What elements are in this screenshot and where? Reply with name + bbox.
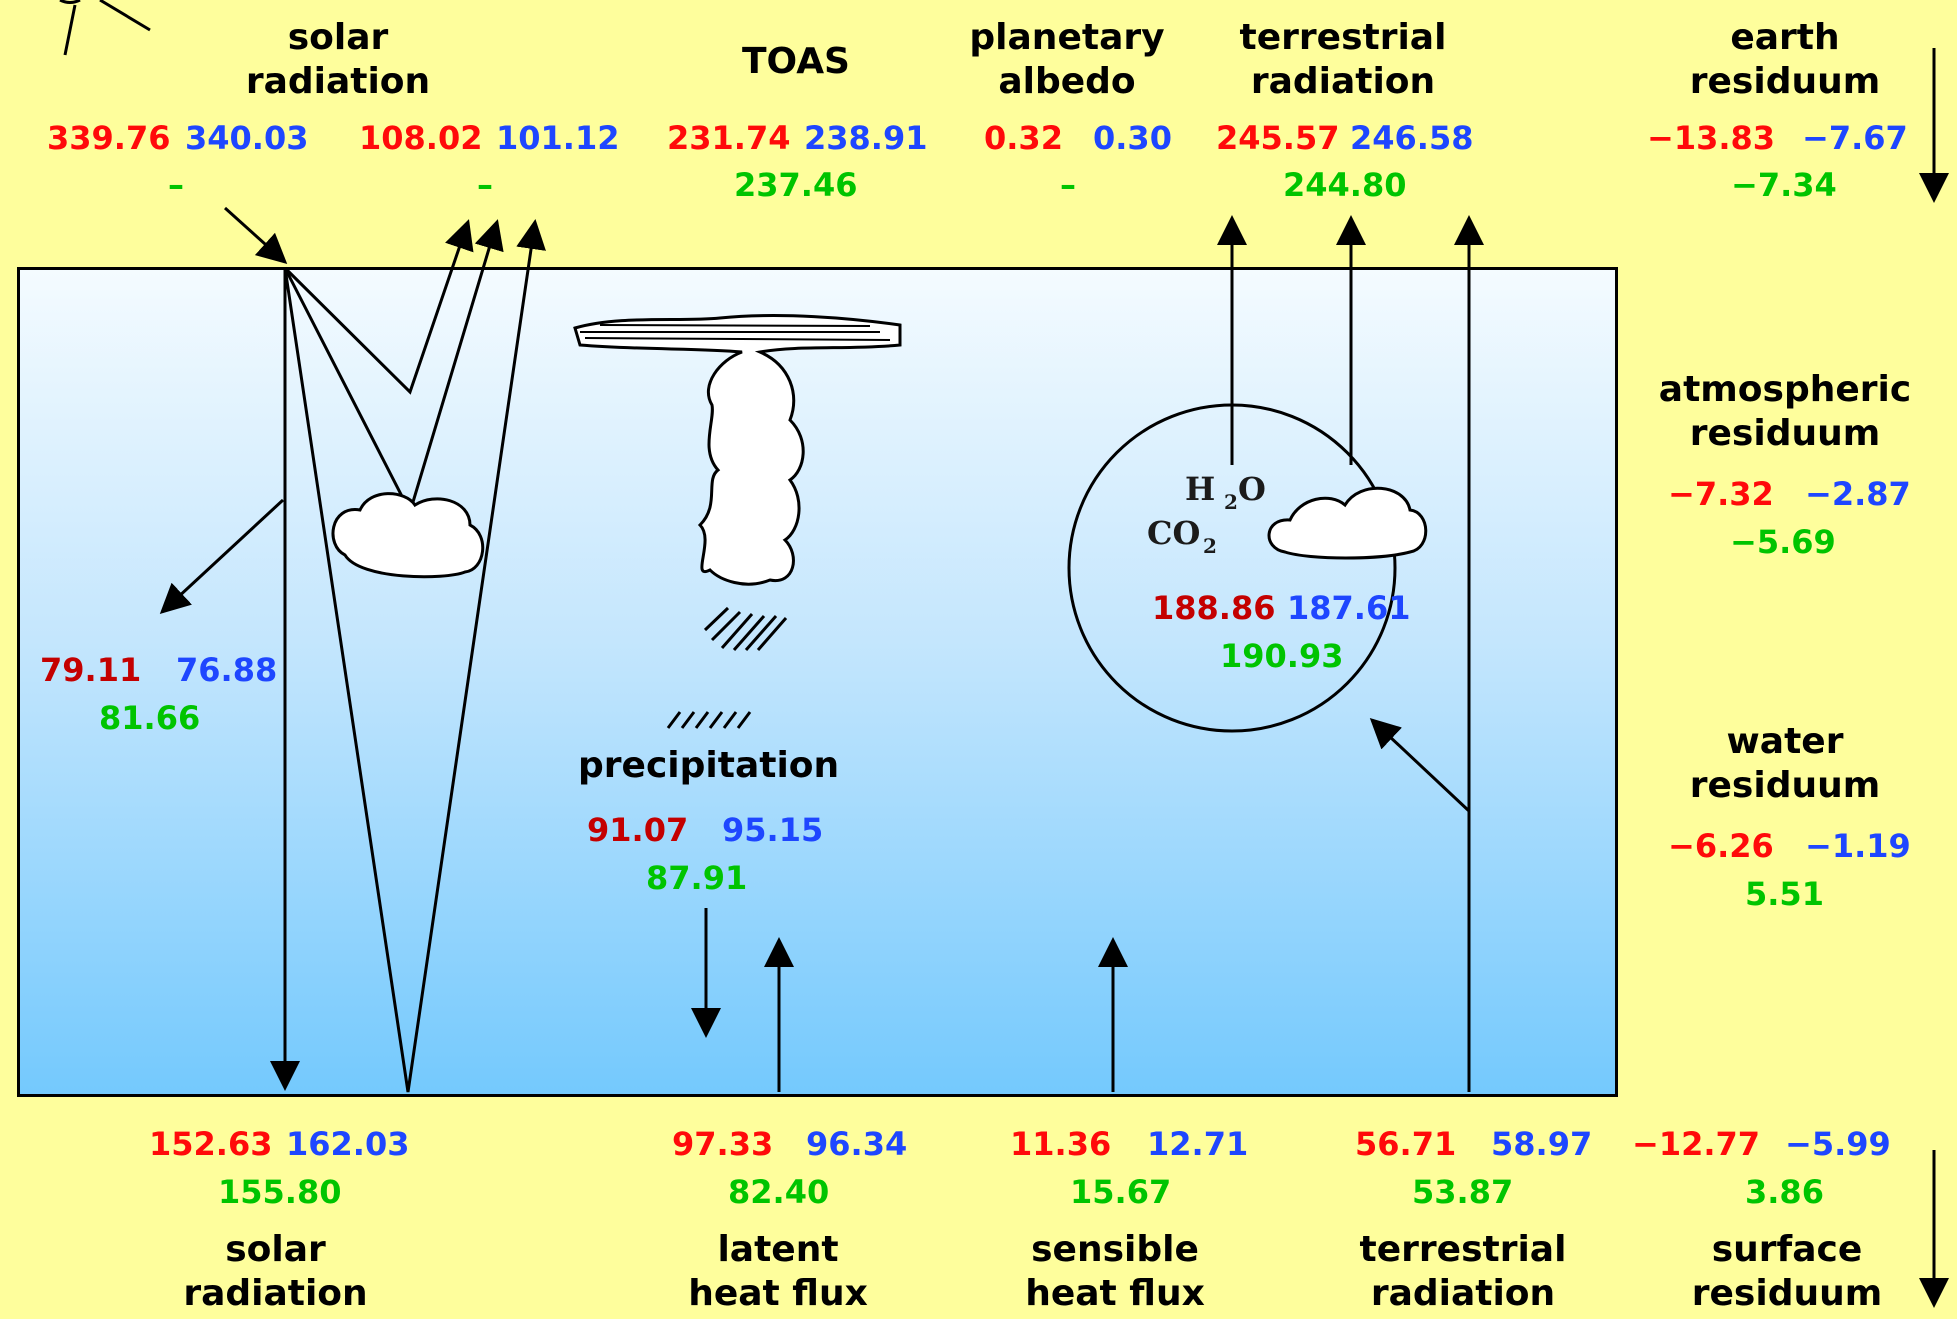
earth-residuum-green: −7.34 [1731,166,1837,204]
latent-red: 97.33 [672,1125,774,1163]
greenhouse-cloud-icon [1267,486,1428,560]
albedo-red: 0.32 [984,119,1063,157]
solar-incoming-blue: 340.03 [185,119,309,157]
sun-icon [59,0,151,56]
sensible-green: 15.67 [1070,1173,1172,1211]
solar-incoming-red: 339.76 [47,119,171,157]
bottom-terrestrial-radiation-label: terrestrial radiation [1359,1229,1567,1314]
earth-residuum-blue: −7.67 [1802,119,1908,157]
greenhouse-blue: 187.61 [1287,589,1411,627]
h2o-h: H [1185,470,1216,508]
planetary-albedo-label: planetary albedo [969,17,1165,102]
sensible-heat-flux-label: sensible heat flux [1025,1229,1205,1314]
solar-reflected-green: – [477,166,493,204]
terrestrial-top-red: 245.57 [1216,119,1340,157]
bottom-solar-green: 155.80 [218,1173,342,1211]
surface-residuum-red: −12.77 [1632,1125,1761,1163]
top-terrestrial-radiation-label: terrestrial radiation [1239,17,1447,102]
latent-green: 82.40 [728,1173,830,1211]
incoming-solar-arrow [223,206,288,265]
sensible-blue: 12.71 [1147,1125,1249,1163]
albedo-blue: 0.30 [1093,119,1172,157]
latent-heat-flux-label: latent heat flux [688,1229,868,1314]
toas-label: TOAS [742,41,850,82]
albedo-green: – [1060,166,1076,204]
terrestrial-bottom-blue: 58.97 [1491,1125,1593,1163]
earth-residuum-label: earth residuum [1689,17,1881,102]
water-residuum-blue: −1.19 [1805,827,1911,865]
reflected-path-1 [283,219,474,395]
bottom-solar-blue: 162.03 [286,1125,410,1163]
thundercloud-icon [573,314,902,586]
top-solar-radiation-label: solar radiation [245,17,431,102]
earth-residuum-red: −13.83 [1647,119,1776,157]
water-residuum-green: 5.51 [1745,875,1824,913]
co2-co: CO [1147,514,1201,552]
h2o-o: O [1238,470,1266,508]
precipitation-blue: 95.15 [722,811,824,849]
greenhouse-green: 190.93 [1220,637,1344,675]
reflected-path-2 [283,219,504,517]
atmospheric-residuum-red: −7.32 [1668,475,1774,513]
reflected-path-3 [283,219,546,1093]
absorbed-solar-green: 81.66 [99,699,201,737]
surface-residuum-green: 3.86 [1745,1173,1824,1211]
water-residuum-red: −6.26 [1668,827,1774,865]
greenhouse-red: 188.86 [1152,589,1276,627]
atmospheric-residuum-green: −5.69 [1730,523,1836,561]
precipitation-green: 87.91 [646,859,748,897]
surface-residuum-blue: −5.99 [1785,1125,1891,1163]
atmospheric-residuum-blue: −2.87 [1805,475,1911,513]
precipitation-red: 91.07 [587,811,689,849]
bottom-solar-radiation-label: solar radiation [183,1229,368,1314]
terrestrial-bottom-red: 56.71 [1355,1125,1457,1163]
terrestrial-top-green: 244.80 [1283,166,1407,204]
solar-incoming-green: – [168,166,184,204]
rain-icon [666,606,788,729]
water-residuum-label: water residuum [1689,721,1881,806]
sensible-red: 11.36 [1010,1125,1112,1163]
absorbed-solar-arrow [159,498,285,615]
terrestrial-bottom-green: 53.87 [1412,1173,1514,1211]
terrestrial-top-blue: 246.58 [1350,119,1474,157]
toas-red: 231.74 [667,119,791,157]
greenhouse-circle [1067,403,1397,733]
precipitation-label: precipitation [578,745,840,786]
atmospheric-residuum-label: atmospheric residuum [1658,369,1912,454]
co2-sub: 2 [1203,534,1217,558]
solar-reflected-red: 108.02 [359,119,483,157]
toas-green: 237.46 [734,166,858,204]
surface-residuum-label: surface residuum [1691,1229,1883,1314]
absorbed-solar-blue: 76.88 [176,651,278,689]
toas-blue: 238.91 [804,119,928,157]
h2o-sub: 2 [1224,490,1238,514]
absorbed-solar-red: 79.11 [40,651,142,689]
surface-to-greenhouse-arrow [1369,717,1471,813]
solar-reflected-blue: 101.12 [496,119,620,157]
small-cloud-icon [331,492,485,579]
latent-blue: 96.34 [806,1125,908,1163]
bottom-solar-red: 152.63 [149,1125,273,1163]
